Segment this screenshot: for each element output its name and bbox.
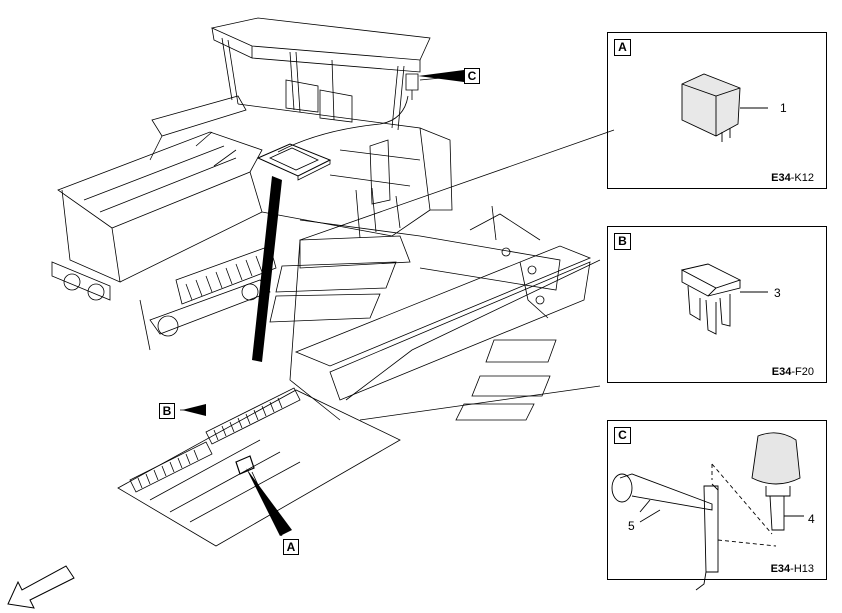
connector-wedge xyxy=(252,176,282,362)
fuse-relay-board xyxy=(117,387,401,547)
beacon-callout-number: 4 xyxy=(808,512,815,526)
fuse-icon xyxy=(680,263,768,335)
arrow-c xyxy=(418,70,464,82)
beacon-part-code: E34-H13 xyxy=(770,563,814,575)
arrow-b xyxy=(182,404,206,416)
ref-box-b: B xyxy=(159,403,175,419)
arrow-a xyxy=(246,468,292,536)
beacon-icon xyxy=(405,73,419,100)
bracket-callout-number: 5 xyxy=(628,519,635,533)
detail-panel-c: C 5 4 E34-H13 xyxy=(607,420,827,580)
zoom-connector-lines xyxy=(269,129,615,421)
detail-panel-a: A 1 E34-K12 xyxy=(607,32,827,189)
panel-a-label: A xyxy=(614,39,631,56)
control-unit-icon xyxy=(256,143,332,181)
ref-box-c: C xyxy=(464,68,480,84)
relay-callout-number: 1 xyxy=(780,101,787,115)
fuse-part-code: E34-F20 xyxy=(771,366,814,378)
panel-b-label: B xyxy=(614,233,631,250)
beacon-icon xyxy=(751,432,804,531)
mounting-bracket-icon xyxy=(611,463,777,591)
ref-box-a: A xyxy=(283,539,299,555)
relay-part-code: E34-K12 xyxy=(771,172,814,184)
detail-panel-b: B 3 E34-F20 xyxy=(607,226,827,383)
front-direction-arrow-icon xyxy=(7,565,75,609)
relay-icon xyxy=(681,73,768,142)
fuse-callout-number: 3 xyxy=(774,286,781,300)
panel-c-label: C xyxy=(614,427,631,444)
paver-illustration xyxy=(51,17,561,351)
